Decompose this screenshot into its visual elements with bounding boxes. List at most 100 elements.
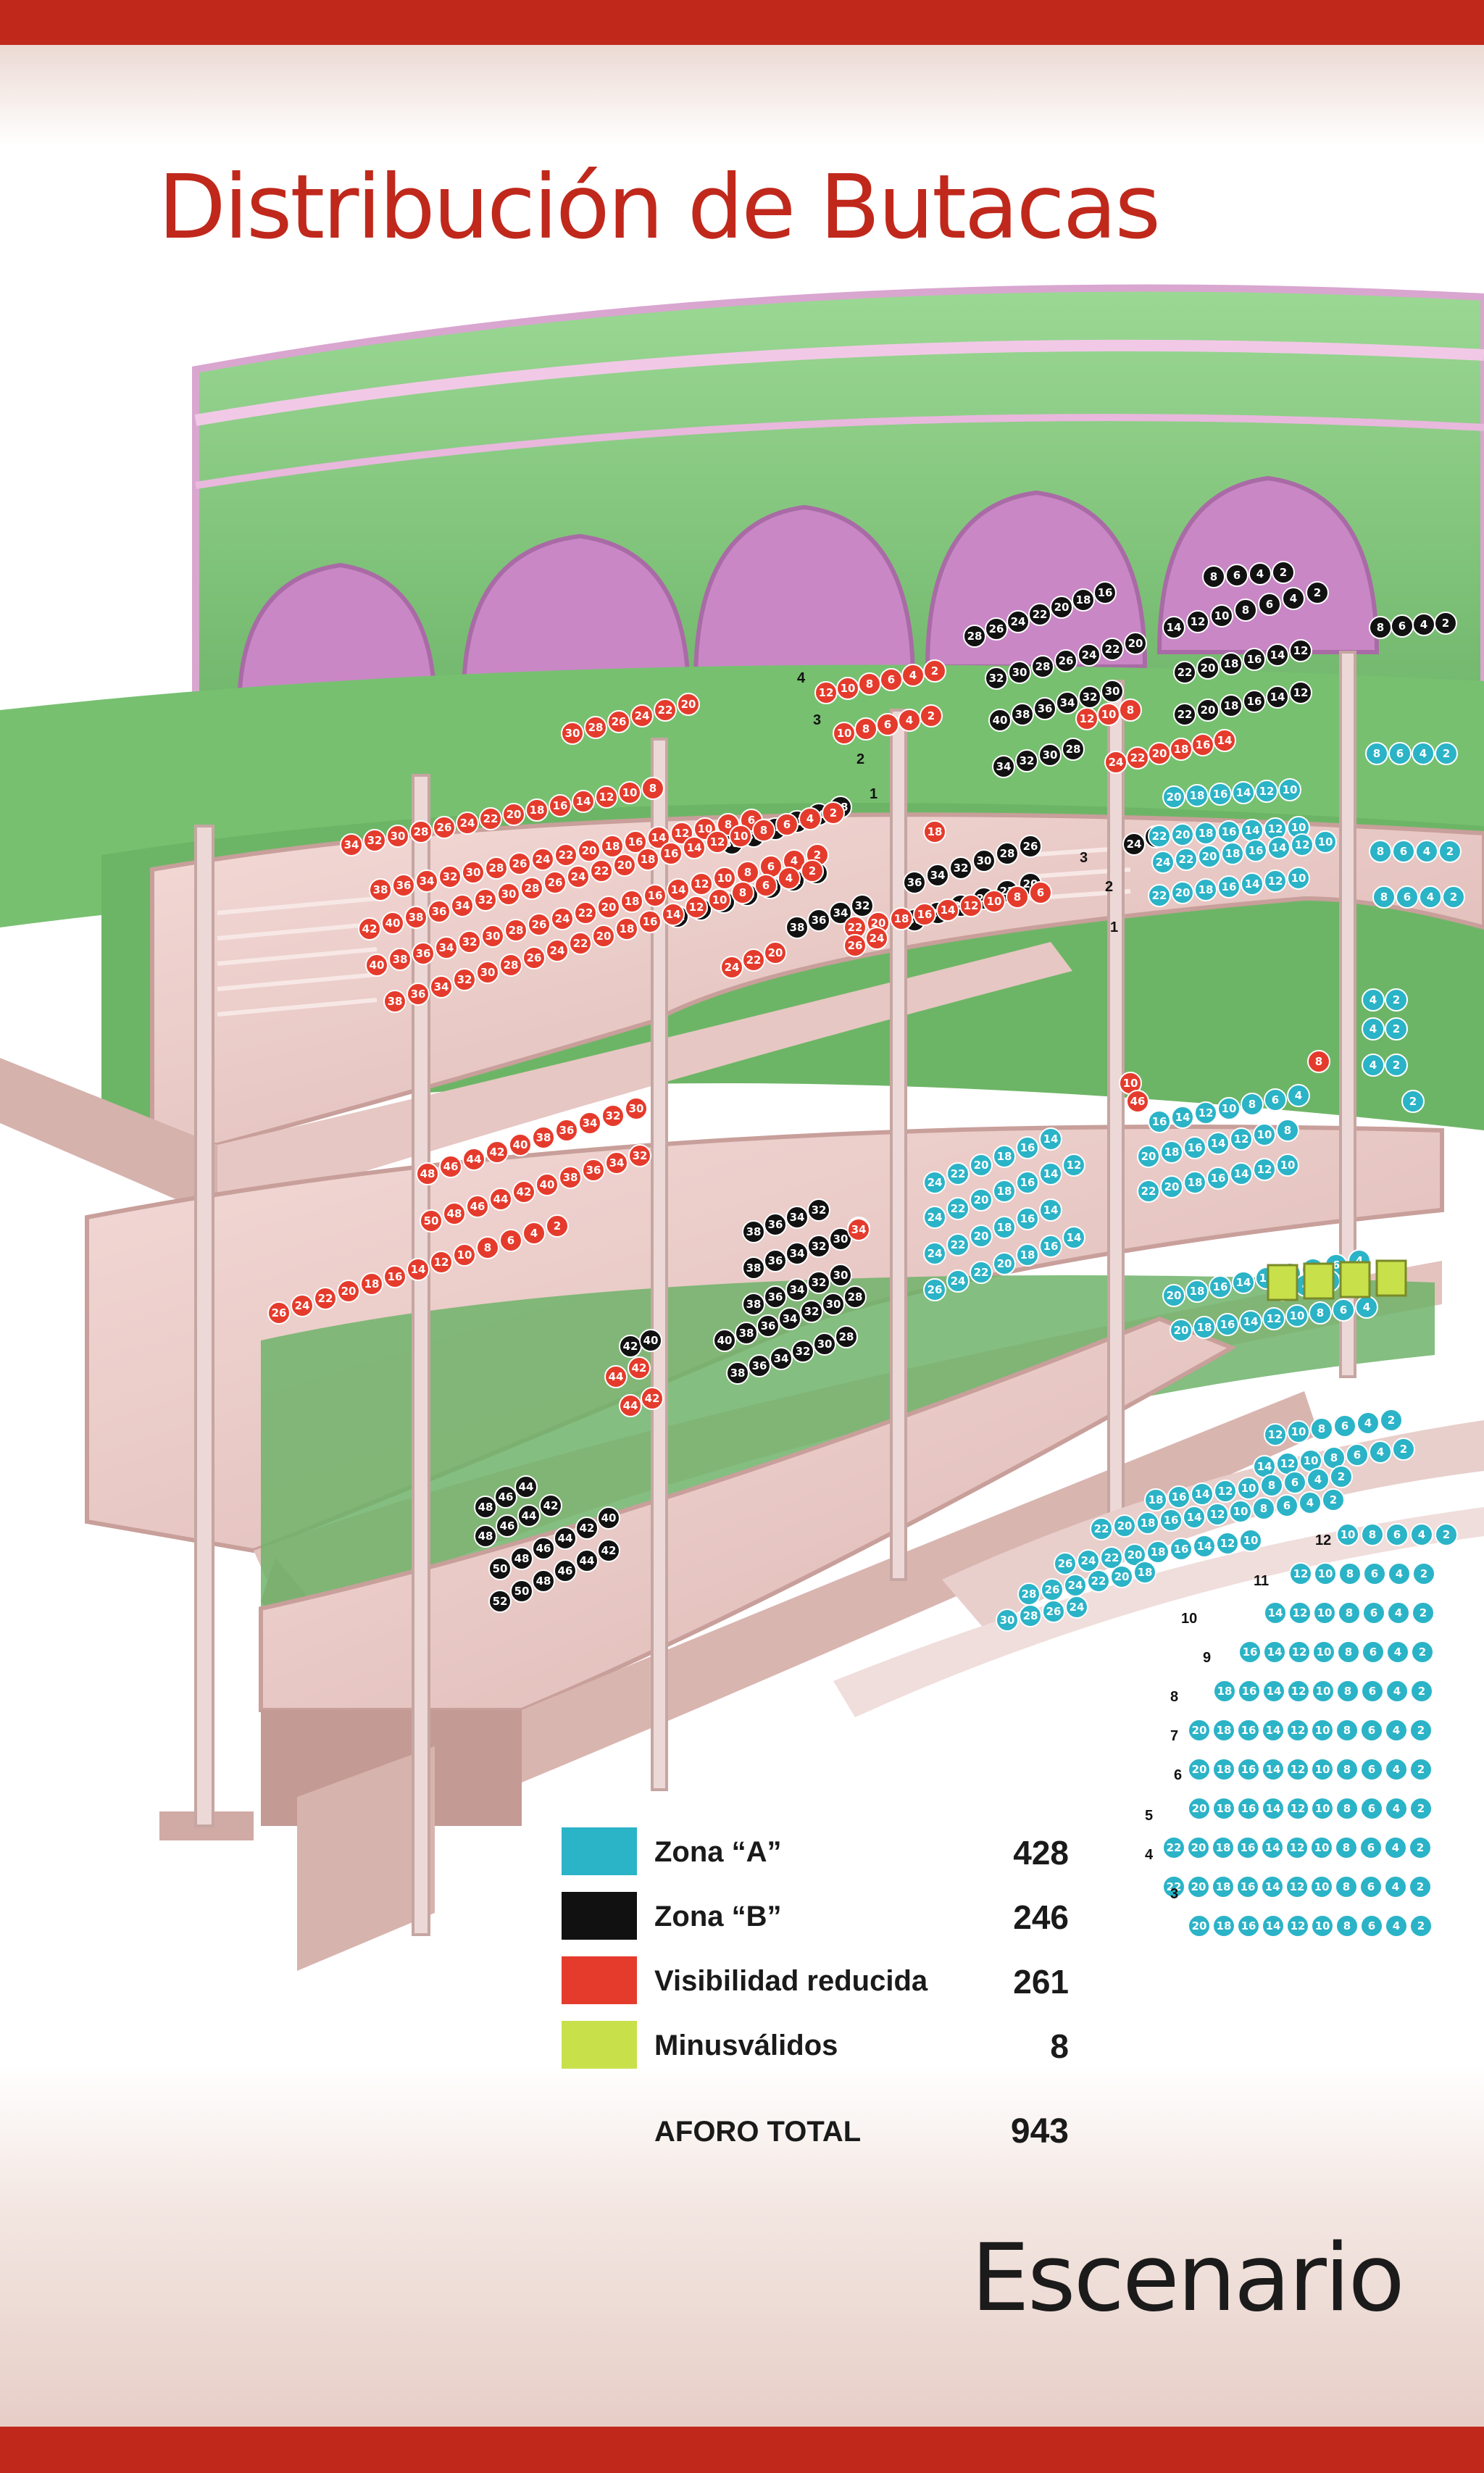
- seat-marker[interactable]: 26: [923, 1278, 946, 1301]
- seat-marker[interactable]: 40: [597, 1506, 620, 1530]
- seat-marker[interactable]: 8: [1241, 1093, 1264, 1116]
- seat-marker[interactable]: 20: [1188, 1914, 1211, 1938]
- seat-marker[interactable]: 24: [531, 848, 554, 871]
- seat-marker[interactable]: 34: [605, 1151, 628, 1175]
- seat-marker[interactable]: [1339, 1261, 1371, 1298]
- seat-marker[interactable]: 2: [1409, 1758, 1433, 1781]
- seat-marker[interactable]: 2: [1330, 1465, 1353, 1488]
- seat-marker[interactable]: 36: [1033, 697, 1056, 720]
- seat-marker[interactable]: 14: [662, 903, 685, 926]
- seat-marker[interactable]: 36: [807, 909, 830, 932]
- seat-marker[interactable]: 14: [1162, 616, 1185, 639]
- seat-marker[interactable]: 20: [1171, 823, 1194, 846]
- seat-marker[interactable]: 10: [1097, 703, 1120, 726]
- seat-marker[interactable]: 26: [985, 617, 1008, 641]
- seat-marker[interactable]: 12: [814, 681, 838, 704]
- seat-marker[interactable]: 12: [1288, 1601, 1312, 1625]
- seat-marker[interactable]: 8: [1369, 840, 1392, 863]
- seat-marker[interactable]: 22: [970, 1261, 993, 1284]
- seat-marker[interactable]: 46: [532, 1537, 555, 1560]
- seat-marker[interactable]: 28: [504, 919, 528, 942]
- seat-marker[interactable]: 18: [360, 1272, 383, 1296]
- seat-marker[interactable]: 10: [1239, 1529, 1262, 1552]
- seat-marker[interactable]: [1303, 1262, 1335, 1300]
- seat-marker[interactable]: 6: [499, 1229, 522, 1252]
- seat-marker[interactable]: 14: [1239, 1310, 1262, 1333]
- seat-marker[interactable]: 22: [554, 843, 578, 867]
- seat-marker[interactable]: 14: [647, 826, 670, 849]
- seat-marker[interactable]: 4: [1385, 1914, 1408, 1938]
- seat-marker[interactable]: 44: [489, 1188, 512, 1211]
- seat-marker[interactable]: 12: [1253, 1158, 1276, 1181]
- seat-marker[interactable]: 10: [1210, 604, 1233, 627]
- seat-marker[interactable]: 6: [1332, 1298, 1355, 1322]
- seat-marker[interactable]: 14: [1241, 872, 1264, 896]
- seat-marker[interactable]: 4: [898, 709, 921, 732]
- seat-marker[interactable]: 10: [1278, 778, 1301, 801]
- seat-marker[interactable]: 20: [1196, 698, 1220, 722]
- seat-marker[interactable]: 10: [1311, 1719, 1334, 1742]
- seat-marker[interactable]: 10: [1217, 1097, 1241, 1120]
- seat-marker[interactable]: 8: [1202, 565, 1225, 588]
- seat-marker[interactable]: 12: [1286, 1758, 1309, 1781]
- seat-marker[interactable]: 14: [1261, 1836, 1284, 1859]
- seat-marker[interactable]: 42: [358, 917, 381, 941]
- seat-marker[interactable]: 10: [713, 867, 736, 890]
- seat-marker[interactable]: 36: [407, 983, 430, 1006]
- seat-marker[interactable]: 18: [1185, 1280, 1209, 1303]
- seat-marker[interactable]: 8: [1310, 1417, 1333, 1440]
- seat-marker[interactable]: 16: [1236, 1836, 1259, 1859]
- seat-marker[interactable]: 12: [1194, 1101, 1217, 1125]
- seat-marker[interactable]: 18: [1220, 652, 1243, 675]
- seat-marker[interactable]: 14: [1266, 643, 1289, 667]
- seat-marker[interactable]: 34: [435, 936, 458, 959]
- seat-marker[interactable]: 6: [876, 713, 899, 736]
- seat-marker[interactable]: 22: [1162, 1836, 1185, 1859]
- seat-marker[interactable]: 40: [509, 1133, 532, 1156]
- seat-marker[interactable]: 6: [1264, 1088, 1287, 1112]
- seat-marker[interactable]: 6: [1360, 1719, 1383, 1742]
- seat-marker[interactable]: 4: [1298, 1491, 1322, 1514]
- seat-marker[interactable]: 12: [1206, 1503, 1229, 1526]
- seat-marker[interactable]: 38: [559, 1166, 582, 1189]
- seat-marker[interactable]: 36: [555, 1119, 578, 1142]
- seat-marker[interactable]: 12: [1230, 1127, 1253, 1151]
- seat-marker[interactable]: 24: [720, 956, 743, 979]
- seat-marker[interactable]: 20: [1160, 1175, 1183, 1198]
- seat-marker[interactable]: 4: [1412, 613, 1435, 636]
- seat-marker[interactable]: 8: [1369, 616, 1392, 639]
- seat-marker[interactable]: 30: [625, 1097, 648, 1120]
- seat-marker[interactable]: 26: [1019, 835, 1042, 858]
- seat-marker[interactable]: 10: [1310, 1836, 1333, 1859]
- seat-marker[interactable]: 26: [543, 871, 567, 894]
- seat-marker[interactable]: 8: [854, 717, 878, 741]
- seat-marker[interactable]: 2: [1409, 1797, 1433, 1820]
- seat-marker[interactable]: 24: [1104, 751, 1127, 774]
- seat-marker[interactable]: 46: [496, 1514, 519, 1538]
- seat-marker[interactable]: 10: [1287, 867, 1310, 890]
- seat-marker[interactable]: 18: [1072, 588, 1095, 612]
- seat-marker[interactable]: 26: [522, 946, 546, 969]
- seat-marker[interactable]: 12: [1285, 1875, 1309, 1898]
- seat-marker[interactable]: 14: [1039, 1198, 1062, 1222]
- seat-marker[interactable]: 22: [574, 901, 597, 925]
- seat-marker[interactable]: 42: [575, 1517, 599, 1540]
- seat-marker[interactable]: 6: [1359, 1836, 1383, 1859]
- seat-marker[interactable]: 34: [451, 894, 474, 917]
- seat-marker[interactable]: 4: [1385, 1719, 1408, 1742]
- seat-marker[interactable]: 6: [1029, 881, 1052, 904]
- seat-marker[interactable]: 16: [643, 884, 667, 907]
- seat-marker[interactable]: 24: [567, 865, 590, 888]
- seat-marker[interactable]: 20: [993, 1252, 1016, 1275]
- seat-marker[interactable]: 12: [1289, 1562, 1312, 1585]
- seat-marker[interactable]: 2: [1409, 1875, 1432, 1898]
- seat-marker[interactable]: 16: [1209, 1275, 1232, 1298]
- seat-marker[interactable]: 32: [601, 1104, 625, 1127]
- seat-marker[interactable]: 12: [430, 1251, 453, 1274]
- seat-marker[interactable]: 16: [1243, 690, 1266, 713]
- seat-marker[interactable]: 40: [713, 1329, 736, 1352]
- seat-marker[interactable]: 16: [1216, 1313, 1239, 1336]
- seat-marker[interactable]: 20: [1162, 785, 1185, 809]
- seat-marker[interactable]: 16: [1237, 1797, 1260, 1820]
- seat-marker[interactable]: 20: [1162, 1284, 1185, 1307]
